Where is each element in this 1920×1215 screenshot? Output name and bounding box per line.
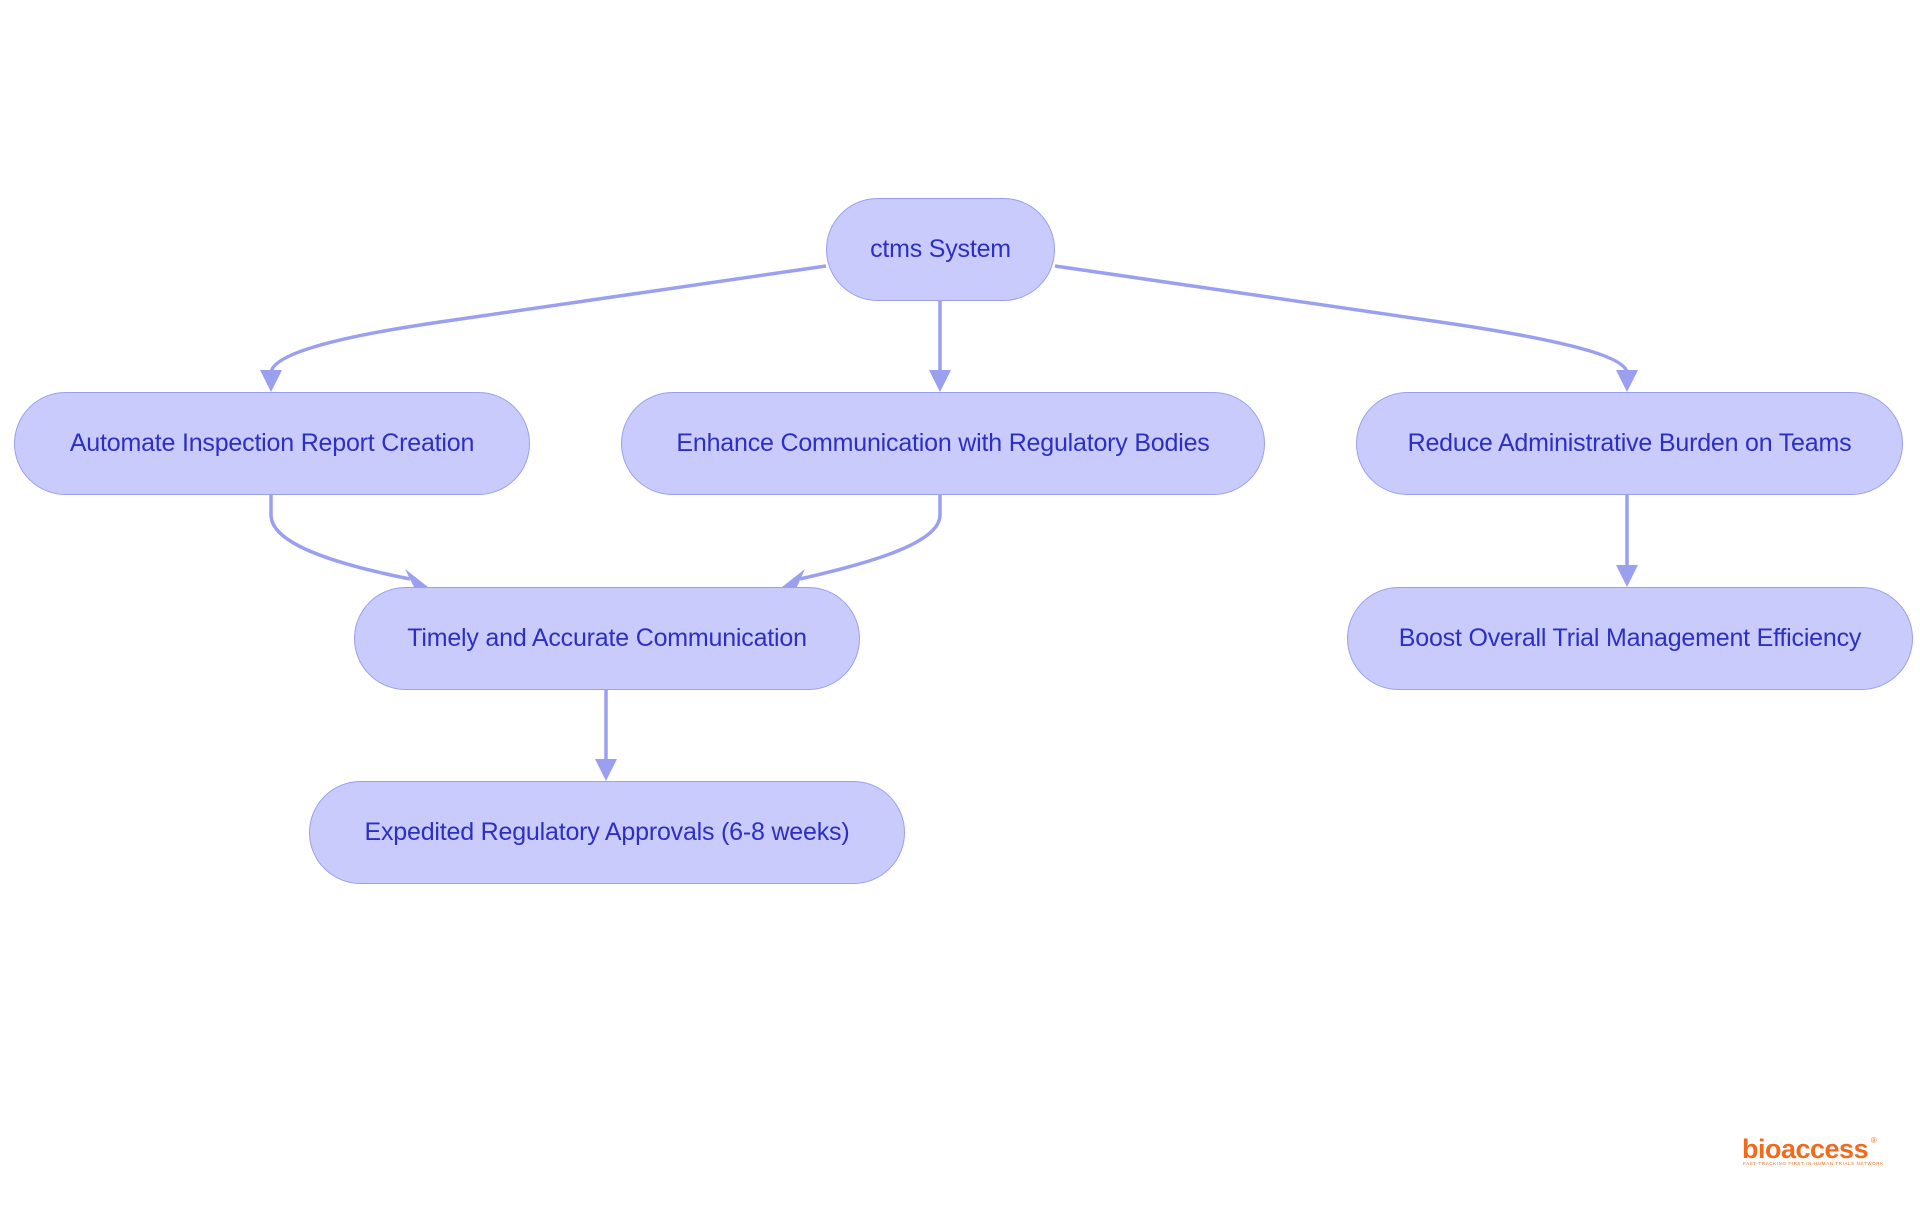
node-boost-trial-efficiency: Boost Overall Trial Management Efficienc… bbox=[1347, 587, 1913, 690]
node-reduce-administrative-burden: Reduce Administrative Burden on Teams bbox=[1356, 392, 1903, 495]
edge-root-to-automate bbox=[269, 264, 827, 374]
node-expedited-regulatory-approvals: Expedited Regulatory Approvals (6-8 week… bbox=[309, 781, 905, 884]
node-ctms-system: ctms System bbox=[826, 198, 1055, 301]
arrowhead-enhance bbox=[929, 370, 951, 392]
arrowhead-automate bbox=[260, 370, 282, 392]
bioaccess-logo: bioaccess ® FAST-TRACKING FIRST-IN-HUMAN… bbox=[1742, 1134, 1883, 1168]
edge-root-to-reduce bbox=[1054, 264, 1629, 374]
arrowhead-timely-left bbox=[405, 569, 428, 589]
node-label: Boost Overall Trial Management Efficienc… bbox=[1398, 624, 1862, 652]
arrowhead-timely-right bbox=[782, 569, 805, 589]
node-enhance-communication: Enhance Communication with Regulatory Bo… bbox=[621, 392, 1265, 495]
logo-registered-mark: ® bbox=[1871, 1136, 1877, 1145]
node-label: Enhance Communication with Regulatory Bo… bbox=[676, 429, 1210, 457]
arrowhead-expedited bbox=[595, 759, 617, 781]
logo-tagline: FAST-TRACKING FIRST-IN-HUMAN TRIALS NETW… bbox=[1743, 1161, 1884, 1166]
node-label: ctms System bbox=[870, 235, 1011, 263]
edge-enhance-to-timely bbox=[799, 495, 942, 581]
arrowhead-reduce bbox=[1616, 370, 1638, 392]
node-automate-inspection-report: Automate Inspection Report Creation bbox=[14, 392, 530, 495]
node-label: Expedited Regulatory Approvals (6-8 week… bbox=[364, 818, 850, 846]
node-label: Automate Inspection Report Creation bbox=[69, 429, 475, 457]
node-label: Timely and Accurate Communication bbox=[407, 624, 807, 652]
logo-wordmark: bioaccess bbox=[1742, 1134, 1869, 1164]
node-timely-accurate-communication: Timely and Accurate Communication bbox=[354, 587, 860, 690]
arrowhead-boost bbox=[1616, 565, 1638, 587]
edge-automate-to-timely bbox=[269, 495, 411, 581]
node-label: Reduce Administrative Burden on Teams bbox=[1407, 429, 1852, 457]
